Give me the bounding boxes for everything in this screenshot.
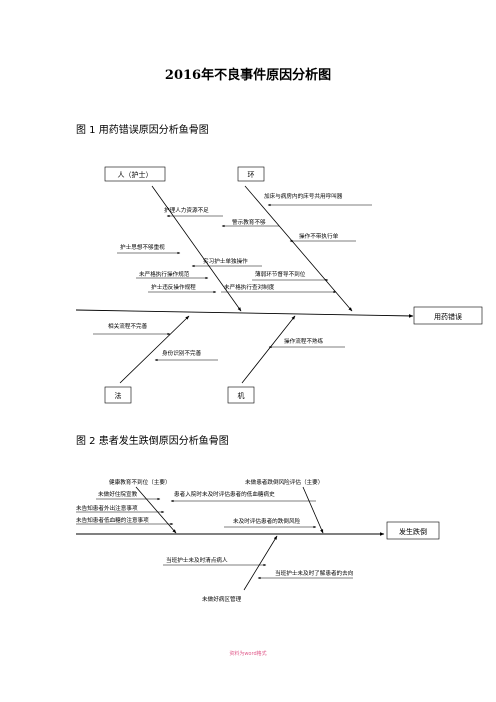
bone-fig2-education (135, 486, 177, 534)
bone-method (119, 315, 190, 384)
cause-label: 操作流程不熟练 (284, 337, 324, 345)
head-label-fig2: 发生跌倒 (399, 527, 427, 536)
page-title: 2016年不良事件原因分析图 (164, 68, 332, 83)
cause-label: 未严格执行操作规范 (139, 270, 190, 278)
cause-label: 未告知患者低血糖的注意事项 (76, 516, 149, 524)
cause-label: 未严格执行查对制度 (224, 283, 275, 291)
head-label-fig1: 用药错误 (434, 312, 462, 321)
bone-fig2-assessment (302, 486, 324, 534)
label-person: 人（护士） (118, 170, 153, 179)
box-method (104, 386, 132, 404)
bone-person (151, 185, 242, 312)
figure2-caption: 图 2 患者发生跌倒原因分析鱼骨图 (76, 436, 229, 447)
cause-label: 未及时评估患者的跌倒风险 (233, 517, 301, 525)
cause-label: 当班护士未及时了解患者的去向 (275, 569, 354, 577)
cause-label: 未做患者跌倒风险评估（主要） (245, 478, 323, 486)
box-person (104, 166, 166, 182)
label-machine: 机 (238, 391, 245, 400)
bone-fig2-management (243, 535, 278, 591)
cause-label: 未做好病区管理 (202, 595, 242, 603)
cause-label: 健康教育不到位（主要） (109, 478, 171, 486)
cause-label: 操作不带执行单 (299, 232, 339, 240)
label-method: 法 (115, 391, 122, 400)
bone-environment (244, 185, 353, 312)
head-box-fig2 (386, 521, 440, 540)
cause-label: 警示教育不够 (232, 218, 266, 226)
spine-fig1 (75, 309, 414, 318)
label-environment: 环 (248, 171, 255, 179)
footer-note: 资料为word格式 (229, 651, 267, 657)
box-machine (227, 386, 255, 404)
cause-label: 护理人力资源不足 (164, 206, 209, 214)
cause-label: 护士思想不够重视 (120, 243, 165, 251)
box-environment (237, 166, 265, 182)
cause-label: 加床与病房内的床号共用呼叫器 (264, 192, 343, 200)
cause-label: 当班护士未及时清点病人 (166, 556, 228, 564)
cause-label: 护士违反操作规程 (151, 283, 196, 291)
bone-machine (241, 315, 296, 384)
head-box-fig1 (413, 306, 483, 325)
cause-label: 患者入院时未及时评估患者的低血糖病史 (174, 490, 275, 498)
cause-label: 未告知患者外出注意事项 (76, 504, 138, 512)
cause-label: 身份识别不完善 (162, 349, 202, 357)
cause-label: 薄弱环节督导不到位 (255, 270, 306, 278)
figure1-caption: 图 1 用药错误原因分析鱼骨图 (76, 125, 209, 136)
cause-label: 未做好住院宣教 (98, 490, 138, 498)
cause-label: 相关流程不完善 (108, 322, 148, 330)
cause-label: 实习护士单独操作 (203, 257, 248, 265)
